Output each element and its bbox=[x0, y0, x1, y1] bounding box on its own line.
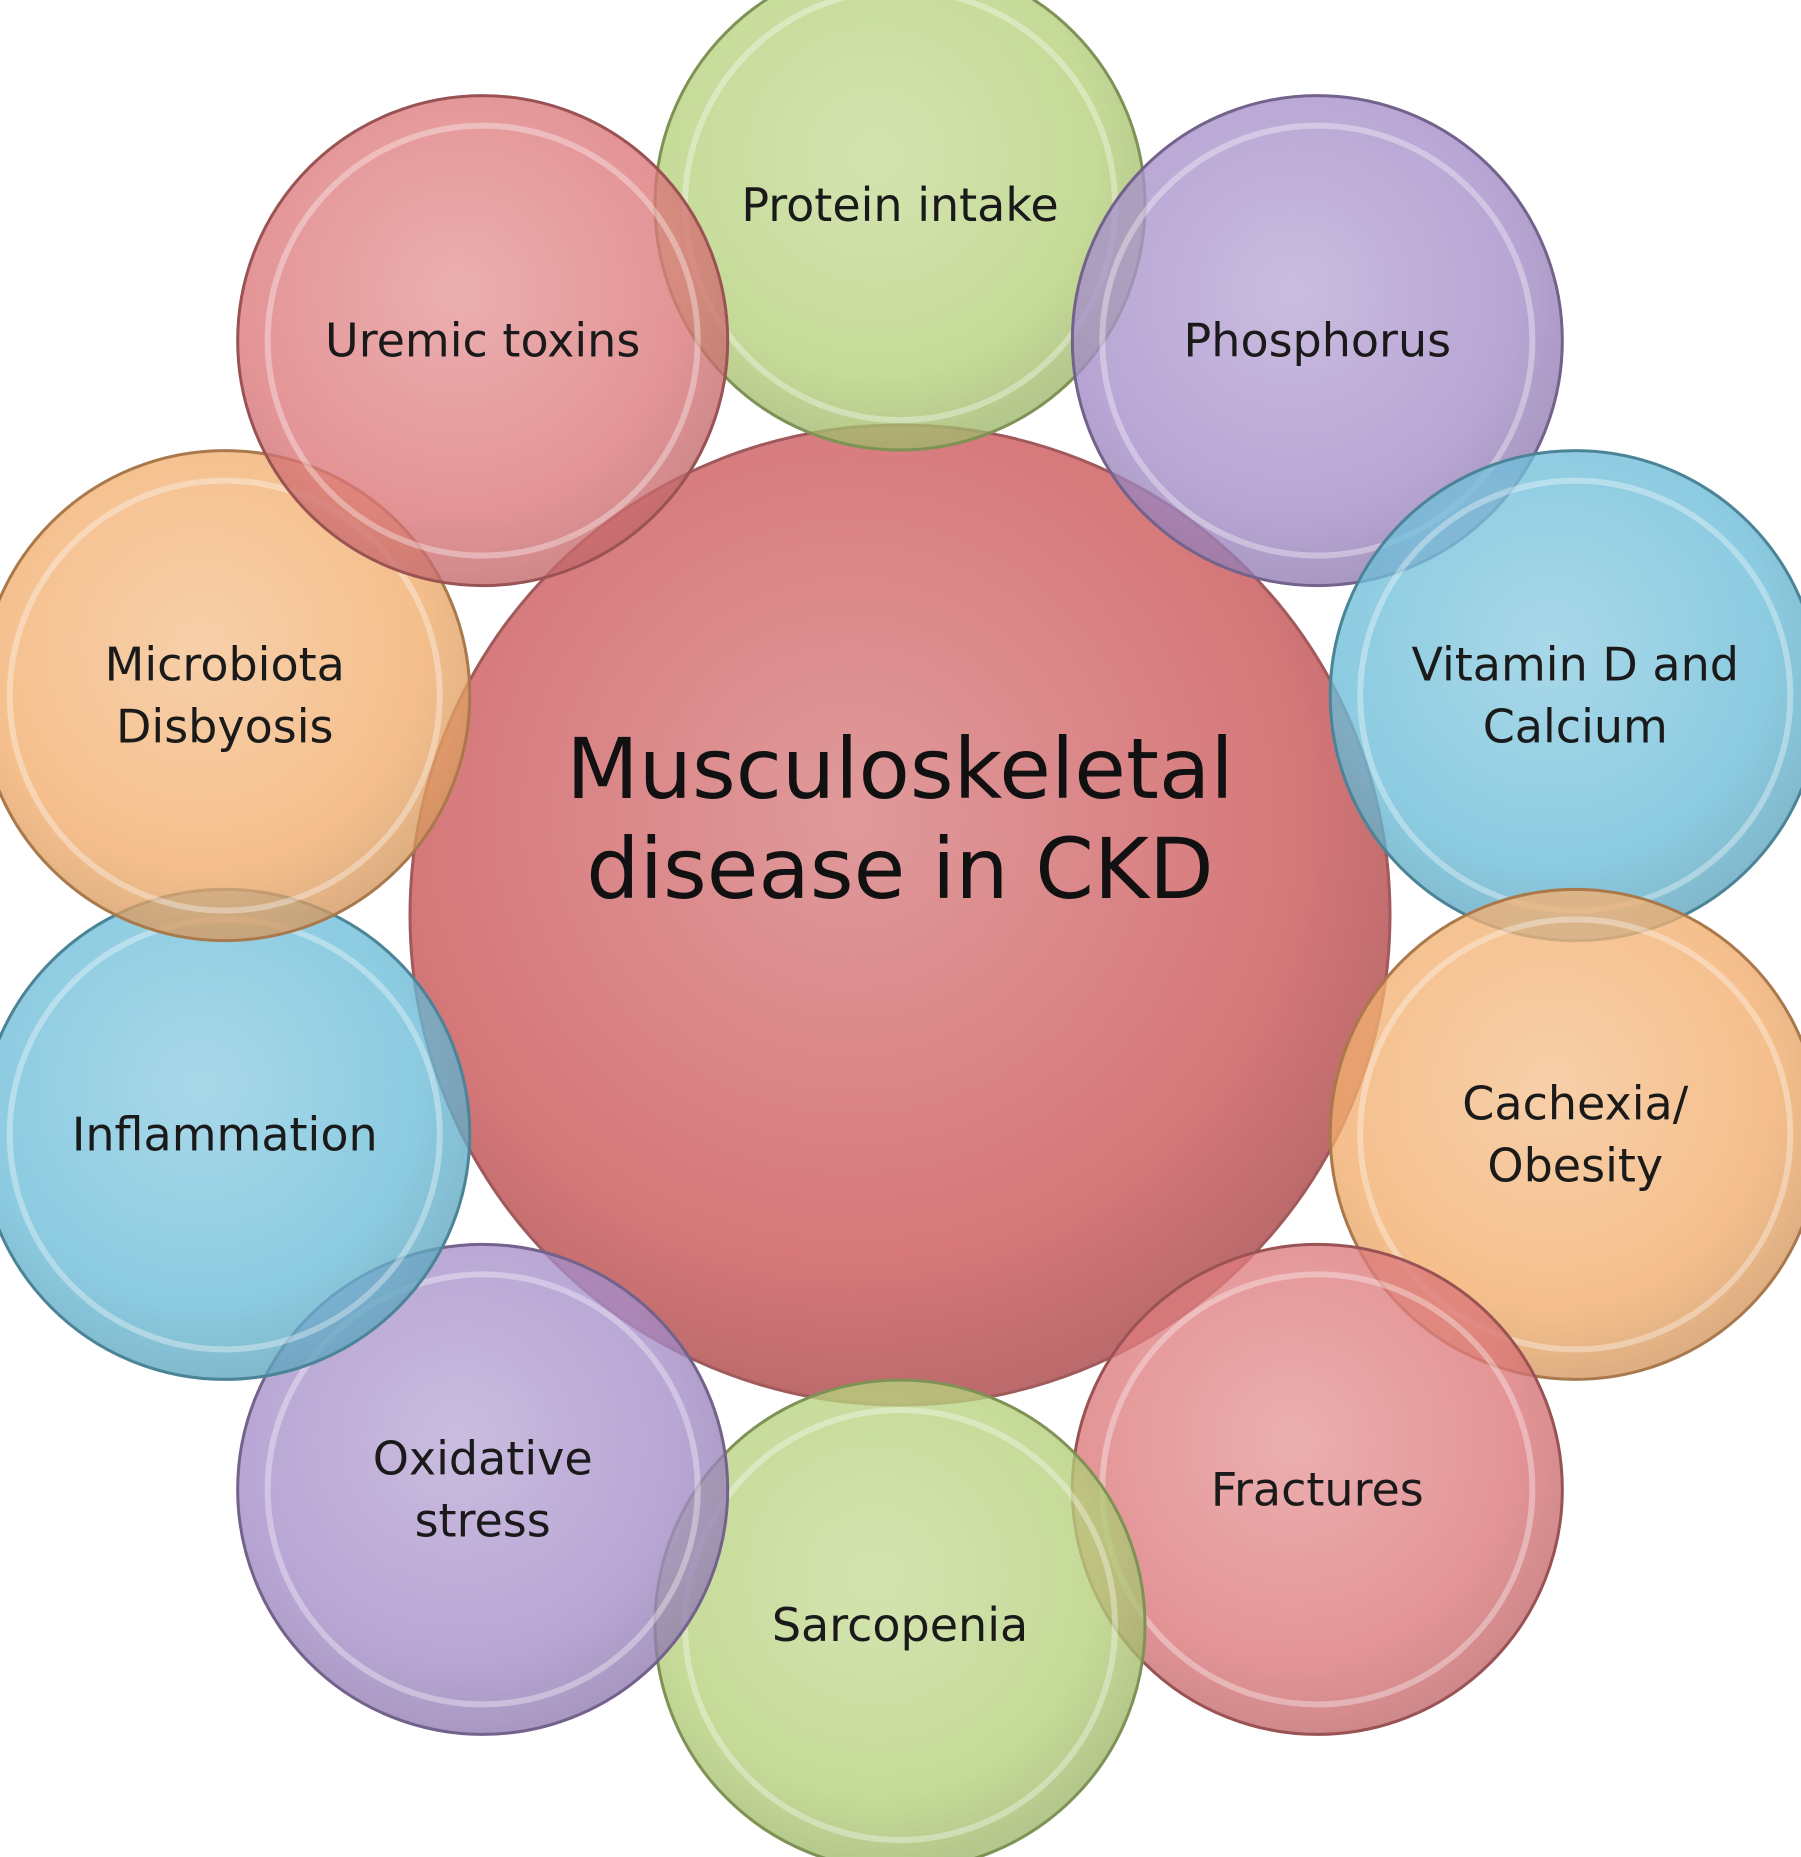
factor-highlight bbox=[1357, 916, 1794, 1353]
factor-label: Oxidative stress bbox=[373, 1431, 593, 1547]
factor-circle bbox=[236, 94, 730, 588]
factor-label: Fractures bbox=[1211, 1462, 1424, 1516]
factor-oxidative-stress bbox=[236, 1242, 730, 1736]
factor-label-line: Obesity bbox=[1487, 1138, 1663, 1192]
factor-highlight bbox=[264, 122, 701, 559]
factor-highlight bbox=[6, 477, 443, 914]
factor-label: Uremic toxins bbox=[325, 314, 640, 368]
factor-cachexia-obesity bbox=[1328, 887, 1801, 1381]
factor-vitamin-d-calcium bbox=[1328, 449, 1801, 943]
factor-circle bbox=[1328, 887, 1801, 1381]
factor-label: Cachexia/Obesity bbox=[1462, 1076, 1688, 1192]
center-label-line: Musculoskeletal bbox=[566, 720, 1234, 818]
factor-microbiota-disbyosis bbox=[0, 449, 472, 943]
factor-circle bbox=[1328, 449, 1801, 943]
factor-label-line: Protein intake bbox=[741, 178, 1058, 232]
factor-uremic-toxins bbox=[236, 94, 730, 588]
factor-label-line: Calcium bbox=[1483, 700, 1668, 754]
factor-label-line: Sarcopenia bbox=[772, 1598, 1028, 1652]
factor-label: Sarcopenia bbox=[772, 1598, 1028, 1652]
center-label-line: disease in CKD bbox=[586, 820, 1213, 918]
factor-label-line: stress bbox=[415, 1493, 551, 1547]
factor-label-line: Cachexia/ bbox=[1462, 1076, 1688, 1130]
factor-label-line: Microbiota bbox=[105, 638, 345, 692]
factor-label-line: Inflammation bbox=[72, 1107, 378, 1161]
factor-label-line: Phosphorus bbox=[1184, 314, 1452, 368]
factor-label-line: Vitamin D and bbox=[1412, 638, 1739, 692]
factor-circle bbox=[1070, 94, 1564, 588]
factor-highlight bbox=[1099, 122, 1536, 559]
factor-circle bbox=[236, 1242, 730, 1736]
factor-circle bbox=[0, 449, 472, 943]
factor-sarcopenia bbox=[653, 1378, 1147, 1857]
factor-label-line: Fractures bbox=[1211, 1462, 1424, 1516]
factor-label-line: Uremic toxins bbox=[325, 314, 640, 368]
factor-label-line: Disbyosis bbox=[116, 700, 333, 754]
factor-label-line: Oxidative bbox=[373, 1431, 593, 1485]
factor-phosphorus bbox=[1070, 94, 1564, 588]
factor-label: Inflammation bbox=[72, 1107, 378, 1161]
factor-label: Protein intake bbox=[741, 178, 1058, 232]
factor-label: Phosphorus bbox=[1184, 314, 1452, 368]
factor-highlight bbox=[264, 1271, 701, 1708]
